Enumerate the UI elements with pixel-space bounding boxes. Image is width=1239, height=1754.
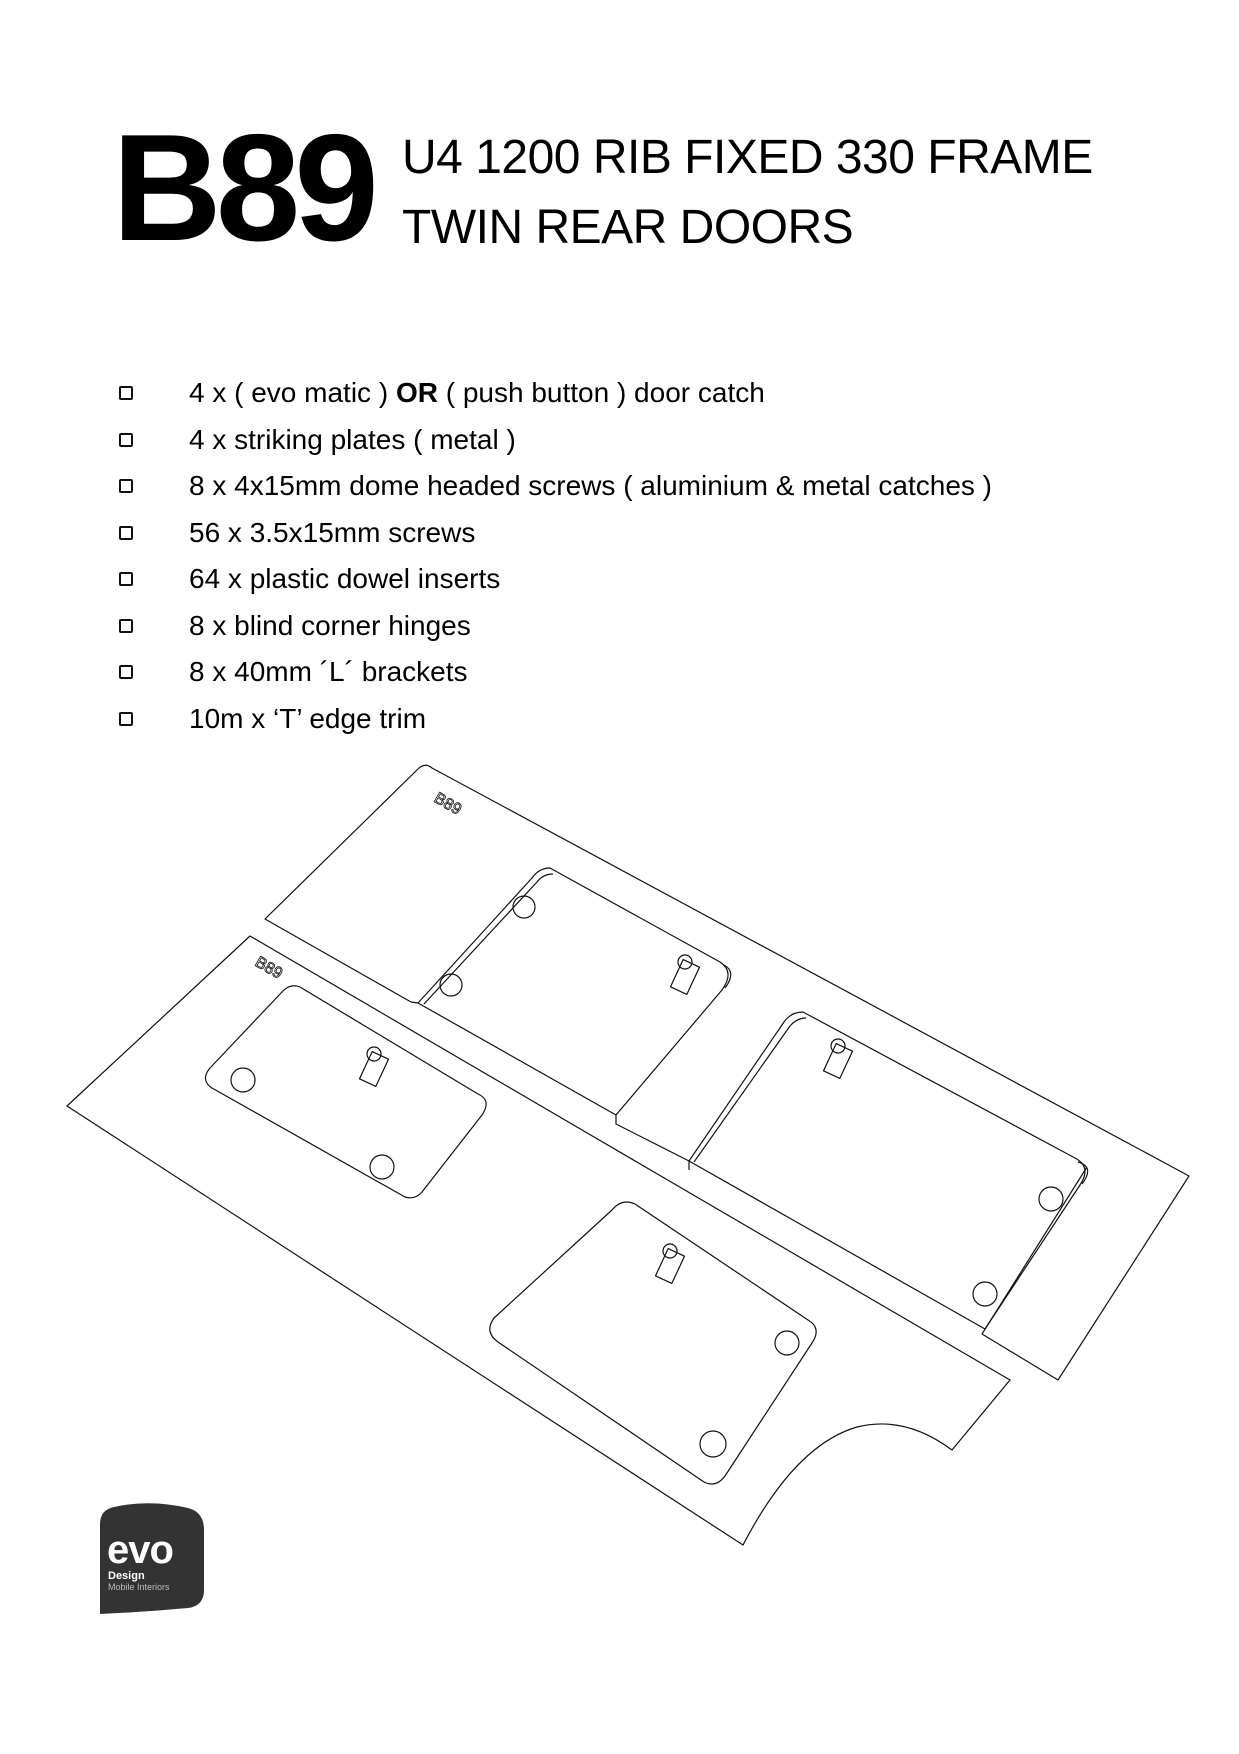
hinge-hole <box>699 1430 727 1458</box>
item-text: 8 x 4x15mm dome headed screws ( aluminiu… <box>189 470 992 502</box>
catch-plate <box>669 959 701 995</box>
checkbox[interactable] <box>119 525 133 540</box>
checklist-item: 8 x 40mm ´L´ brackets <box>119 649 992 696</box>
lower-panel: B89 <box>66 935 1011 1546</box>
item-text-pre: 4 x ( evo matic ) <box>189 377 396 409</box>
checklist-item: 8 x blind corner hinges <box>119 603 992 650</box>
catch-hole <box>662 1243 678 1259</box>
item-text: 64 x plastic dowel inserts <box>189 563 501 595</box>
item-text: 8 x 40mm ´L´ brackets <box>189 656 468 688</box>
checklist-item: 64 x plastic dowel inserts <box>119 556 992 603</box>
catch-hole <box>366 1046 382 1062</box>
catch-plate <box>822 1043 854 1079</box>
checkbox[interactable] <box>119 711 133 726</box>
hinge-hole <box>1038 1186 1064 1212</box>
hinge-hole <box>774 1330 800 1356</box>
door-cutout <box>417 867 729 1116</box>
logo-badge-shape <box>100 1503 204 1614</box>
item-text: 56 x 3.5x15mm screws <box>189 516 476 548</box>
checklist-item: 4 x ( evo matic ) OR ( push button ) doo… <box>119 370 992 417</box>
title-line-1: U4 1200 RIB FIXED 330 FRAME <box>402 131 1093 184</box>
checkbox[interactable] <box>119 386 133 401</box>
window-cutout <box>489 1201 817 1485</box>
checklist-item: 56 x 3.5x15mm screws <box>119 510 992 557</box>
catch-plate <box>654 1248 686 1284</box>
logo-brand: evo <box>107 1528 174 1572</box>
catch-hole <box>677 954 693 970</box>
checklist-item: 4 x striking plates ( metal ) <box>119 417 992 464</box>
evo-logo: evo Design Mobile Interiors <box>100 1502 204 1614</box>
item-text: 4 x ( evo matic ) OR ( push button ) doo… <box>189 377 765 409</box>
product-code: B89 <box>112 103 379 273</box>
checklist-item: 10m x ‘T’ edge trim <box>119 696 992 743</box>
door-cutout <box>688 1011 1086 1330</box>
checklist-item: 8 x 4x15mm dome headed screws ( aluminiu… <box>119 463 992 510</box>
checkbox[interactable] <box>119 479 133 494</box>
hinge-hole <box>972 1281 998 1307</box>
checkbox[interactable] <box>119 618 133 633</box>
checkbox[interactable] <box>119 572 133 587</box>
panel-label-lower: B89 <box>252 954 285 983</box>
logo-line-2: Mobile Interiors <box>108 1582 170 1592</box>
item-text: 8 x blind corner hinges <box>189 609 471 641</box>
catch-hole <box>830 1038 846 1054</box>
item-text: 10m x ‘T’ edge trim <box>189 702 427 734</box>
item-text-post: ( push button ) door catch <box>437 377 765 409</box>
checkbox[interactable] <box>119 665 133 680</box>
item-text-bold: OR <box>395 377 438 409</box>
parts-checklist: 4 x ( evo matic ) OR ( push button ) doo… <box>119 370 992 742</box>
window-cutout <box>204 985 487 1199</box>
item-text: 4 x striking plates ( metal ) <box>189 423 516 455</box>
panel-label-upper: B89 <box>431 790 464 819</box>
upper-panel: B89 <box>264 764 1190 1381</box>
hinge-hole <box>439 973 463 997</box>
title-line-2: TWIN REAR DOORS <box>402 201 854 254</box>
catch-plate <box>358 1051 390 1087</box>
checkbox[interactable] <box>119 432 133 447</box>
hinge-hole <box>512 895 536 919</box>
hinge-hole <box>230 1067 256 1093</box>
hinge-hole <box>369 1154 395 1180</box>
logo-line-1: Design <box>108 1570 145 1582</box>
